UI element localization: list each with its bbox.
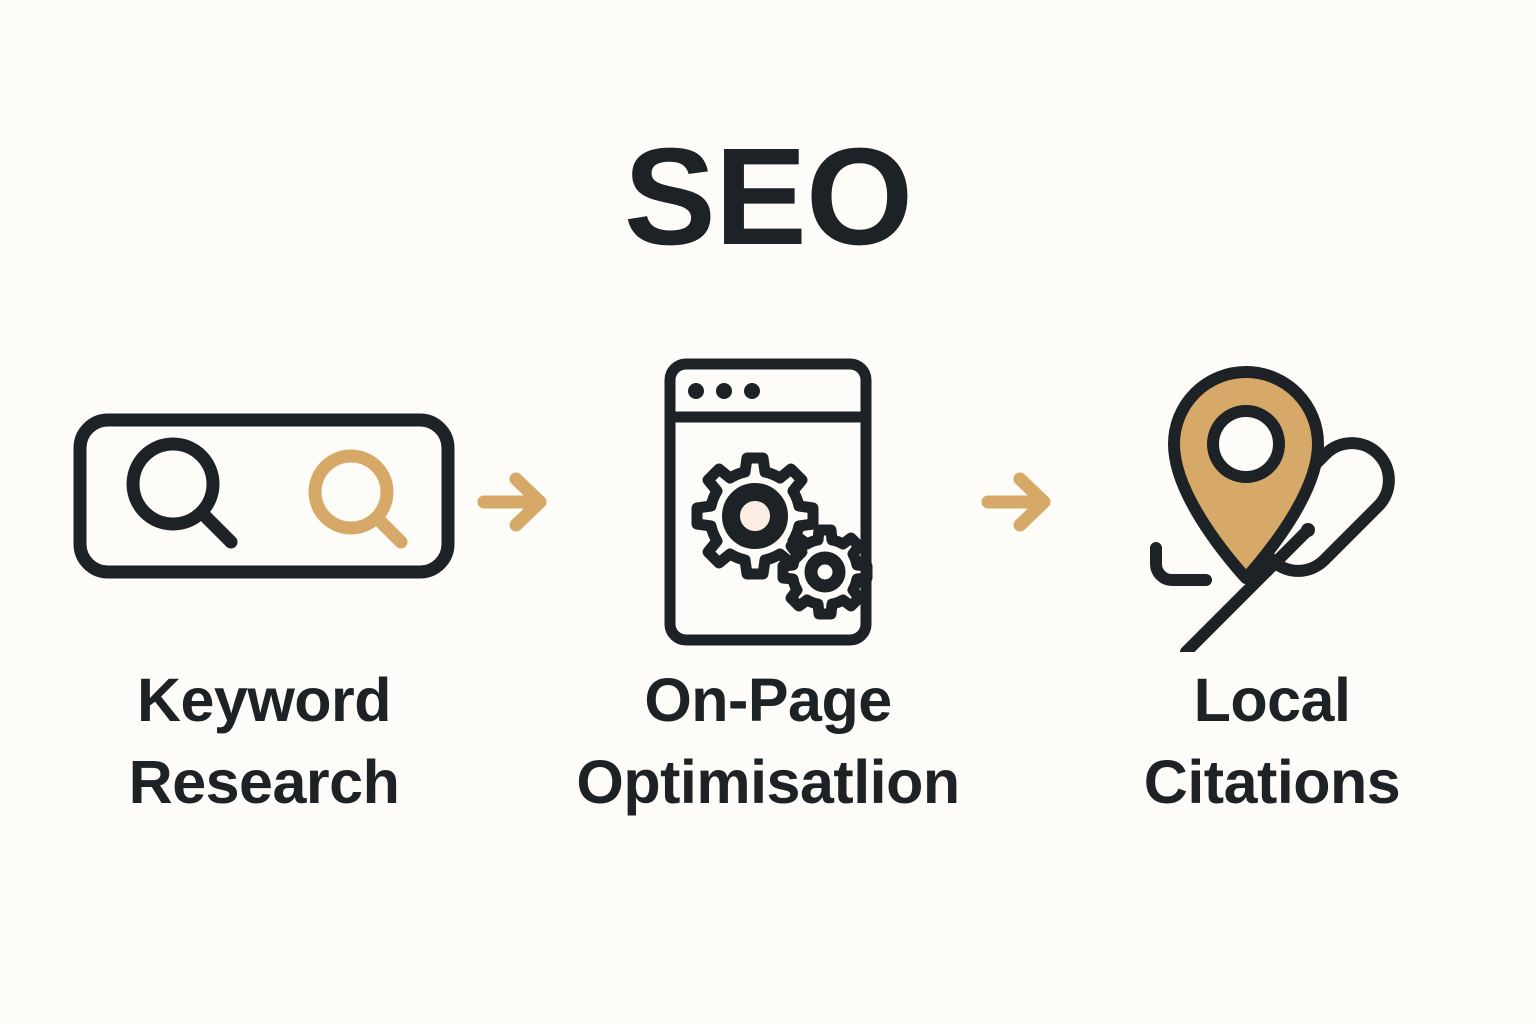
link-hook — [1150, 542, 1212, 586]
link-stroke — [1180, 524, 1314, 652]
seo-flow: Keyword Research — [0, 352, 1536, 832]
browser-window-frame — [664, 358, 872, 646]
step-keyword-research[interactable]: Keyword Research — [68, 352, 460, 823]
step-on-page-optimisation-label: On-Page Optimisatlion — [576, 666, 960, 816]
step-local-citations[interactable]: Local Citations — [1076, 352, 1468, 823]
step-local-citations-label: Local Citations — [1143, 666, 1401, 816]
arrow-right-icon — [981, 472, 1051, 532]
step-keyword-research-icon-box — [68, 352, 460, 652]
arrow-right-icon — [477, 472, 547, 532]
search-bar-icon — [73, 413, 455, 579]
gear-small-hub — [804, 551, 846, 593]
map-pin-icon — [1168, 366, 1324, 584]
browser-window-gears-icon — [664, 358, 873, 646]
page-title: SEO — [623, 120, 913, 274]
step-local-citations-icon-box — [1076, 352, 1468, 652]
step-on-page-optimisation-icon-box — [572, 352, 964, 652]
search-bar-frame — [73, 413, 455, 579]
gear-small-icon — [777, 524, 873, 620]
connector-arrow-1 — [460, 352, 572, 652]
step-on-page-optimisation[interactable]: On-Page Optimisatlion — [572, 352, 964, 823]
magnifier-dark-icon — [126, 437, 238, 549]
link-joint-dot — [1301, 523, 1315, 537]
browser-titlebar-dots-icon — [688, 383, 760, 399]
magnifier-gold-icon — [308, 449, 408, 549]
step-keyword-research-label: Keyword Research — [128, 666, 400, 816]
map-pin-hole — [1207, 405, 1285, 483]
connector-arrow-2 — [964, 352, 1076, 652]
map-pin-link-icon — [1150, 366, 1395, 652]
gear-large-hub — [722, 483, 788, 549]
gear-large-icon — [691, 452, 819, 580]
